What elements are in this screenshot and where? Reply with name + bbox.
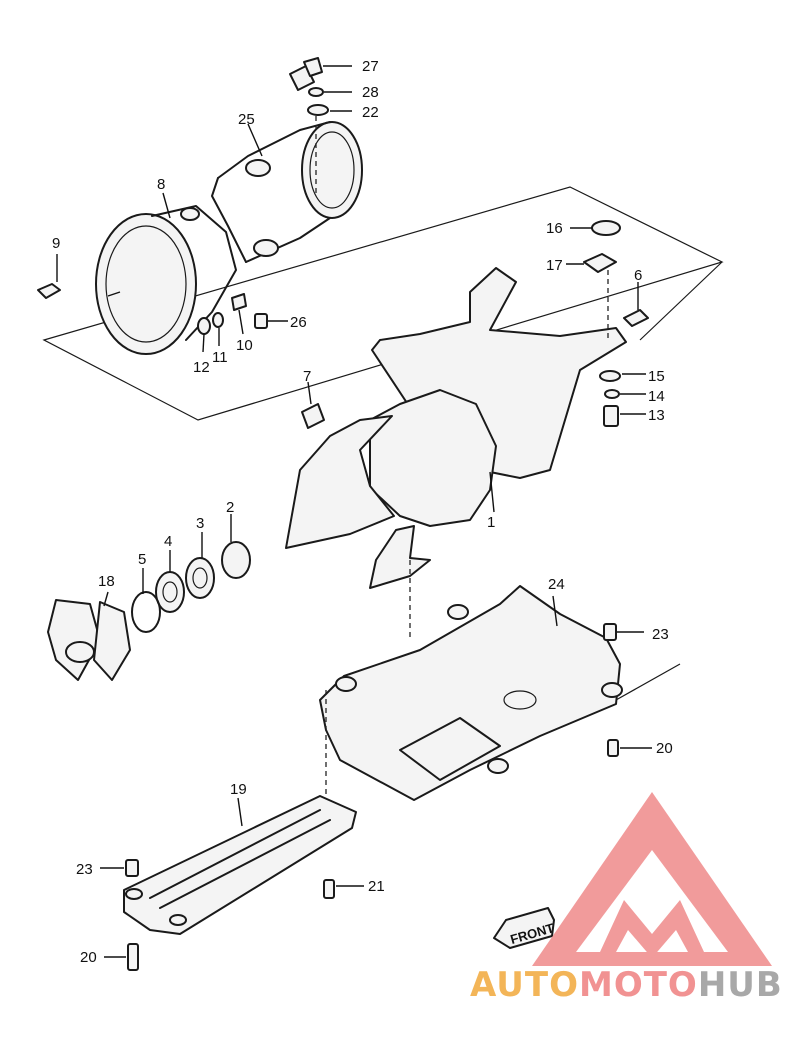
impeller-18 xyxy=(47,591,131,681)
callout-label: 22 xyxy=(362,104,379,121)
callout-label: 10 xyxy=(236,337,253,354)
callout-label: 7 xyxy=(303,368,311,385)
callout-label: 20 xyxy=(656,740,673,757)
jet-pump-housing-1 xyxy=(285,267,627,640)
callout-label: 17 xyxy=(546,257,563,274)
washer-11 xyxy=(212,312,224,346)
callout-label: 26 xyxy=(290,314,307,331)
pump-housing-8 xyxy=(95,192,237,355)
callout-label: 21 xyxy=(368,878,385,895)
bolt-26 xyxy=(254,313,288,329)
callout-label: 28 xyxy=(362,84,379,101)
fitting-27 xyxy=(289,57,352,91)
washer-15 xyxy=(599,370,646,382)
callout-label: 18 xyxy=(98,573,115,590)
screw-23-upper xyxy=(603,623,644,641)
pump-case-25 xyxy=(211,116,363,263)
grate-19 xyxy=(123,795,357,935)
cover-plate-24 xyxy=(319,585,681,820)
watermark-logo: AUTOMOTOHUB xyxy=(470,792,783,1005)
callout-label: 15 xyxy=(648,368,665,385)
bolt-10 xyxy=(231,293,247,335)
callout-label: 1 xyxy=(487,514,495,531)
watermark-moto: MOTO xyxy=(579,965,698,1005)
oring-28 xyxy=(308,87,352,97)
bolt-9 xyxy=(37,254,61,299)
fitting-6 xyxy=(623,282,649,327)
circlip-5 xyxy=(131,568,161,633)
bolt-20-lower xyxy=(104,943,139,971)
callout-label: 16 xyxy=(546,220,563,237)
front-arrow-icon: FRONT xyxy=(493,907,556,949)
watermark-hub: HUB xyxy=(698,965,783,1005)
callout-label: 19 xyxy=(230,781,247,798)
bearing-4 xyxy=(155,550,185,613)
callout-label: 12 xyxy=(193,359,210,376)
housing-frame-right xyxy=(639,261,723,341)
callout-label: 4 xyxy=(164,533,172,550)
watermark-text: AUTOMOTOHUB xyxy=(470,965,783,1005)
fitting-7 xyxy=(301,381,325,429)
cap-16 xyxy=(570,220,621,236)
washer-22 xyxy=(307,104,352,116)
bolt-20-upper xyxy=(607,739,652,757)
callout-label: 23 xyxy=(76,861,93,878)
screw-23-lower xyxy=(100,859,139,877)
callout-label: 2 xyxy=(226,499,234,516)
callout-label: 20 xyxy=(80,949,97,966)
callout-labels: 1 2 3 4 5 6 7 8 9 10 11 12 13 14 15 16 1… xyxy=(52,58,673,966)
callout-label: 14 xyxy=(648,388,665,405)
washer-14 xyxy=(604,389,646,399)
callout-label: 9 xyxy=(52,235,60,252)
sleeve-2 xyxy=(221,514,251,579)
callout-label: 24 xyxy=(548,576,565,593)
nut-12 xyxy=(197,317,211,353)
bearing-3 xyxy=(185,532,215,599)
callout-label: 5 xyxy=(138,551,146,568)
callout-label: 3 xyxy=(196,515,204,532)
callout-label: 13 xyxy=(648,407,665,424)
watermark-auto: AUTO xyxy=(470,965,579,1005)
callout-label: 11 xyxy=(212,349,228,366)
plate-17 xyxy=(566,253,617,273)
callout-label: 25 xyxy=(238,111,255,128)
callout-label: 27 xyxy=(362,58,379,75)
callout-label: 23 xyxy=(652,626,669,643)
callout-label: 6 xyxy=(634,267,642,284)
callout-label: 8 xyxy=(157,176,165,193)
bolt-21 xyxy=(323,879,364,899)
watermark-m-shape xyxy=(600,900,704,958)
bolt-13 xyxy=(603,405,646,427)
